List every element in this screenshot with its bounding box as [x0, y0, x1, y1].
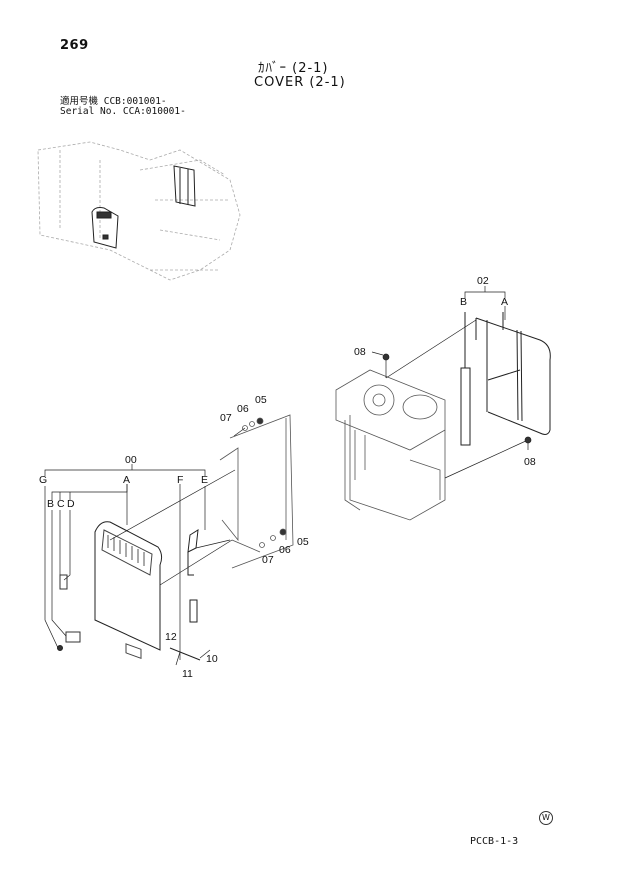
callout-08-lower: 08 — [524, 456, 536, 468]
callout-00-E: E — [201, 474, 209, 486]
callout-08-upper: 08 — [354, 346, 366, 358]
callout-00-G: G — [39, 474, 48, 486]
cover-00-drawing — [57, 521, 201, 661]
callout-02-A: A — [501, 296, 509, 308]
callout-00-B: B — [47, 498, 55, 510]
callout-02: 02 — [477, 275, 489, 287]
cover-02-drawing — [460, 312, 551, 446]
callout-06-upper: 06 — [237, 403, 249, 415]
bracket-drawing — [219, 414, 294, 569]
page-number: 269 — [60, 38, 89, 53]
callout-00-F: F — [177, 474, 184, 486]
machine-overview-sketch — [37, 141, 241, 281]
callout-11: 11 — [182, 668, 193, 680]
callout-00-A: A — [123, 474, 131, 486]
callout-00-D: D — [67, 498, 75, 510]
callout-12: 12 — [165, 631, 177, 643]
callout-06-lower: 06 — [279, 544, 291, 556]
serial-number-line: Serial No. CCA:010001- — [60, 106, 186, 117]
callout-02-B: B — [460, 296, 468, 308]
machine-body-drawing — [335, 369, 446, 521]
applicability-line: 適用号機 CCB:001001- — [60, 96, 167, 107]
title-japanese: ｶﾊﾞｰ (2-1) — [258, 61, 329, 76]
callout-07-upper: 07 — [220, 412, 232, 424]
title-english: COVER (2-1) — [254, 75, 346, 90]
callout-05-upper: 05 — [255, 394, 267, 406]
callout-00-C: C — [57, 498, 65, 510]
callout-05-lower: 05 — [297, 536, 309, 548]
callout-10: 10 — [206, 653, 218, 665]
overview-cover-highlight — [91, 165, 196, 249]
left-leader-lines — [44, 427, 246, 666]
w-marker-icon: W — [539, 811, 553, 825]
callout-07-lower: 07 — [262, 554, 274, 566]
callout-00: 00 — [125, 454, 137, 466]
page-code: PCCB-1-3 — [470, 836, 519, 847]
right-leader-lines — [371, 286, 532, 479]
